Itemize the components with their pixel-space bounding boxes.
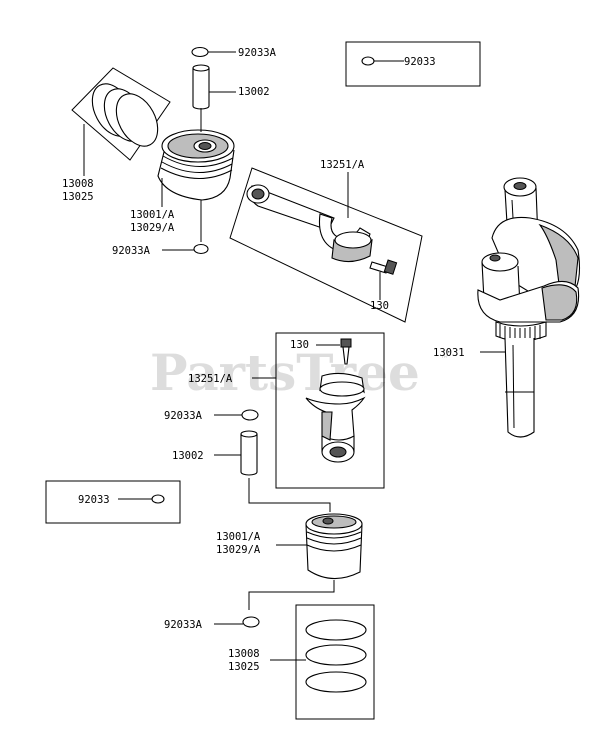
- label-top-connecting-rod[interactable]: 13251/A: [320, 159, 365, 171]
- bottom-piston-rings[interactable]: [270, 604, 375, 720]
- label-top-rod-bolt[interactable]: 130: [370, 300, 389, 312]
- top-piston-pin[interactable]: [192, 64, 236, 110]
- label-top-circlip-lower[interactable]: 92033A: [112, 245, 151, 257]
- top-connecting-rod[interactable]: [229, 167, 423, 323]
- label-crankshaft[interactable]: 13031: [433, 347, 465, 359]
- label-bottom-ring-13025[interactable]: 13025: [228, 661, 260, 673]
- bottom-circlip-upper[interactable]: [214, 409, 259, 421]
- top-rod-bolt[interactable]: [369, 259, 398, 300]
- crankshaft[interactable]: [477, 177, 581, 438]
- label-top-piston-13001[interactable]: 13001/A: [130, 209, 175, 221]
- bottom-circlip-lower[interactable]: [214, 616, 260, 628]
- label-bottom-piston-13001[interactable]: 13001/A: [216, 531, 261, 543]
- label-boxed-circlip-top[interactable]: 92033: [404, 56, 436, 68]
- label-top-ring-13025[interactable]: 13025: [62, 191, 94, 203]
- boxed-circlip-top[interactable]: [345, 41, 481, 87]
- label-boxed-circlip-left[interactable]: 92033: [78, 494, 110, 506]
- label-top-piston-13029[interactable]: 13029/A: [130, 222, 175, 234]
- top-circlip-lower[interactable]: [162, 243, 209, 255]
- bottom-connecting-rod[interactable]: [252, 332, 385, 489]
- bottom-piston[interactable]: [248, 513, 363, 610]
- label-bottom-rod-bolt[interactable]: 130: [290, 339, 309, 351]
- label-top-ring-13008[interactable]: 13008: [62, 178, 94, 190]
- watermark-trademark: ™: [440, 355, 449, 365]
- label-top-circlip[interactable]: 92033A: [238, 47, 277, 59]
- top-piston-rings[interactable]: [71, 67, 171, 176]
- label-bottom-piston-13029[interactable]: 13029/A: [216, 544, 261, 556]
- top-circlip[interactable]: [191, 46, 236, 58]
- label-top-piston-pin[interactable]: 13002: [238, 86, 270, 98]
- label-bottom-connecting-rod[interactable]: 13251/A: [188, 373, 233, 385]
- bottom-piston-pin[interactable]: [214, 430, 331, 512]
- watermark: PartsTree: [150, 343, 420, 402]
- label-bottom-circlip-upper[interactable]: 92033A: [164, 410, 203, 422]
- label-bottom-ring-13008[interactable]: 13008: [228, 648, 260, 660]
- label-bottom-circlip-lower[interactable]: 92033A: [164, 619, 203, 631]
- label-bottom-piston-pin[interactable]: 13002: [172, 450, 204, 462]
- top-piston[interactable]: [157, 108, 235, 242]
- boxed-circlip-left[interactable]: [45, 480, 181, 524]
